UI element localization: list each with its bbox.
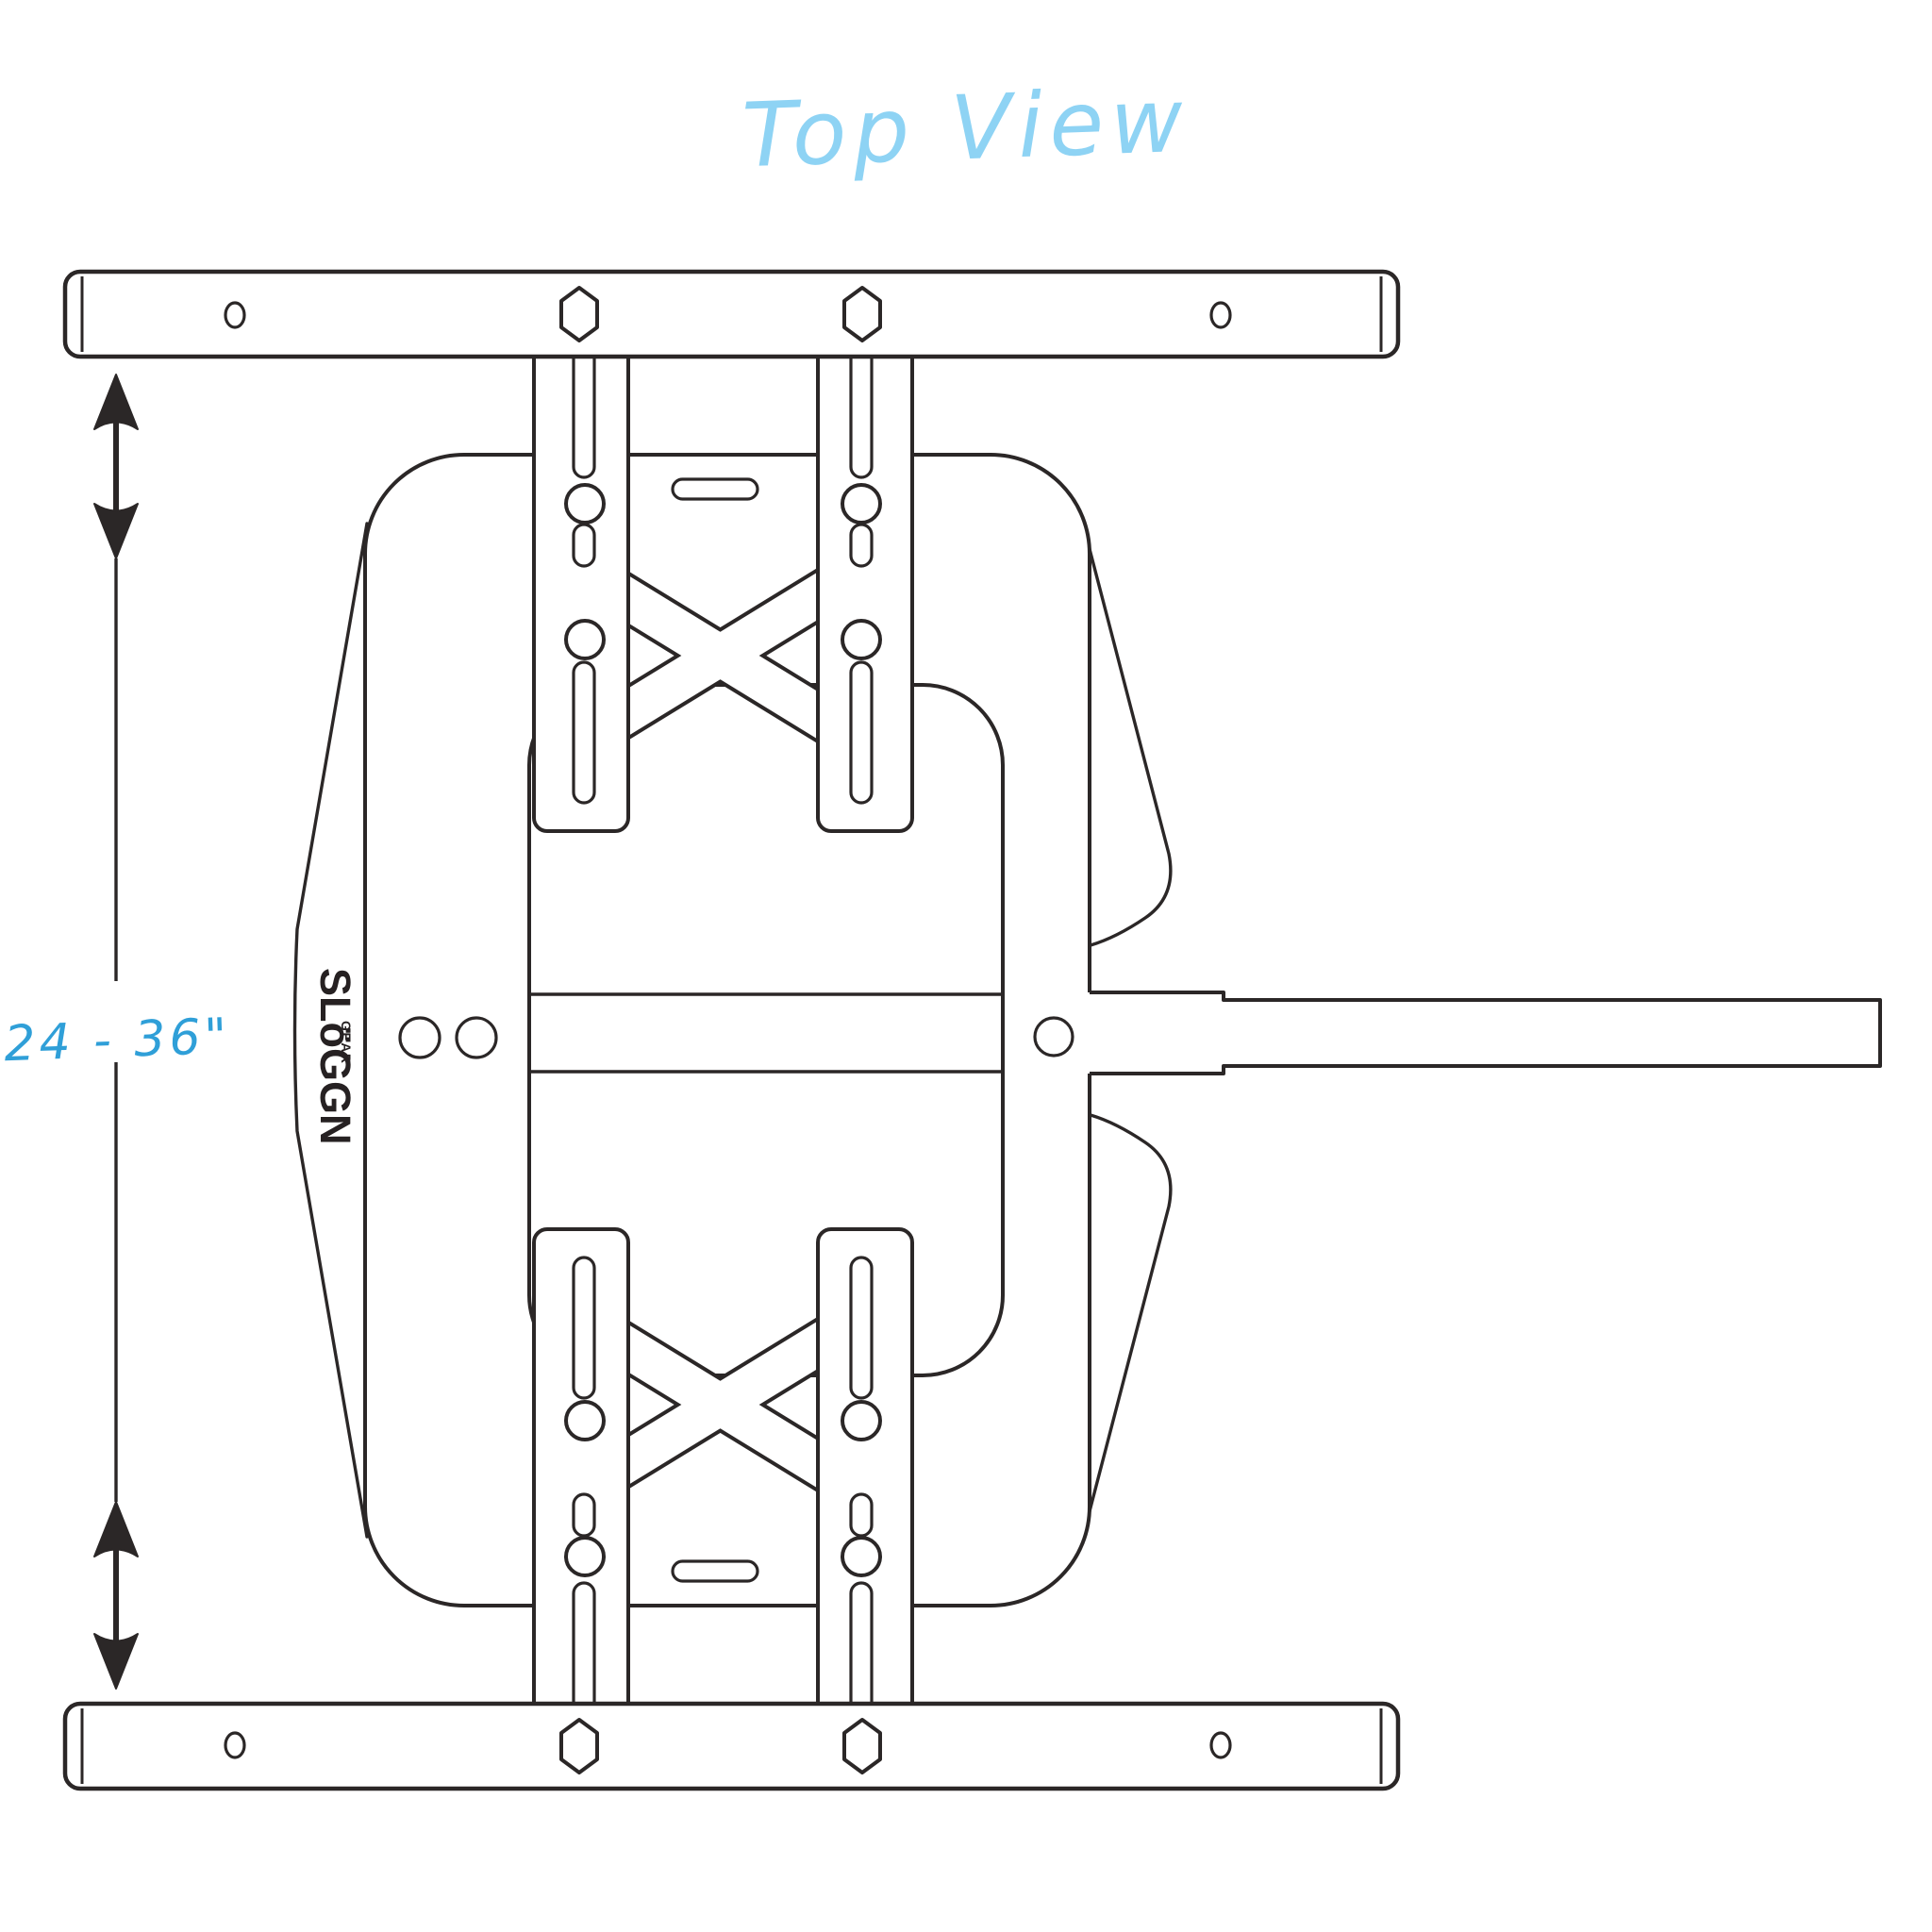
handle-bar	[1090, 991, 1882, 1075]
arrow-down-icon	[93, 503, 139, 559]
bottom-rail	[65, 1704, 1398, 1789]
strap-slot-top	[671, 477, 759, 501]
brand-sub: GEAR	[339, 1021, 354, 1064]
strap-slot-bottom	[671, 1559, 759, 1583]
dimension-arrow	[93, 374, 139, 1690]
handle-pivot-hole	[1033, 1016, 1074, 1058]
body-hole	[455, 1016, 498, 1059]
body-hole	[398, 1016, 441, 1059]
page-title: Top View	[741, 70, 1191, 188]
top-rail	[65, 272, 1398, 357]
left-wing	[292, 522, 369, 1539]
brand-logo: SLöGGN GEAR	[311, 968, 359, 1145]
brand-name: SLöGGN	[311, 968, 359, 1145]
right-wing-lower	[1088, 1113, 1173, 1513]
arrow-down-icon	[93, 1633, 139, 1690]
right-wing-upper	[1088, 547, 1173, 947]
dimension-label: 24 - 36"	[3, 1008, 231, 1073]
